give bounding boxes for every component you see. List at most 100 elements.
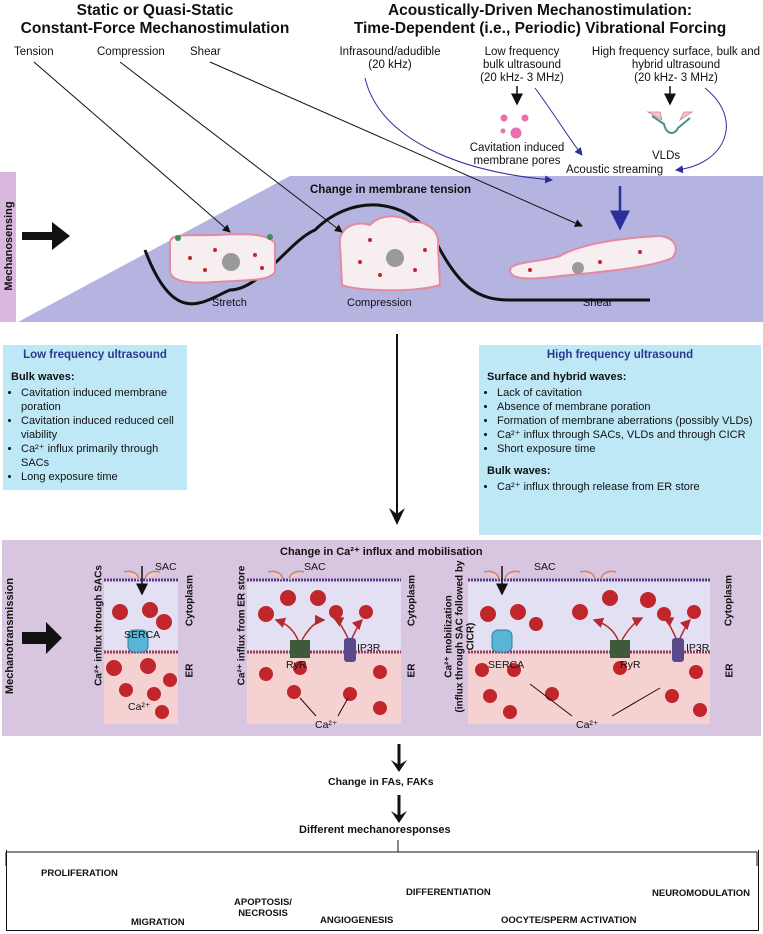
infrasound-label: Infrasound/adudible (20 kHz) (320, 46, 460, 72)
panel2-side-label: Ca²⁺ influx from ER store (236, 565, 248, 686)
low-freq-label: Low frequency bulk ultrasound (20 kHz- 3… (462, 46, 582, 85)
response-apoptosis-line2: NECROSIS (238, 908, 288, 919)
high-box-sub2: Bulk waves: (487, 465, 551, 477)
response-differentiation: DIFFERENTIATION (406, 887, 491, 898)
mechanosensing-arrow (22, 222, 70, 250)
infrasound-arrow (364, 77, 553, 184)
cell-label-stretch: Stretch (212, 297, 247, 309)
shear-label: Shear (190, 46, 221, 58)
panel1-sac: SAC (155, 561, 177, 573)
low-box-list: Cavitation induced membrane poration Cav… (9, 386, 187, 484)
panel-sacs (104, 566, 178, 724)
low-box-item: Long exposure time (21, 470, 187, 484)
panel3-ca: Ca²⁺ (576, 719, 599, 731)
panel3-serca: SERCA (488, 659, 525, 671)
cavitation-line1: Cavitation induced (469, 142, 565, 154)
cavitation-label: Cavitation induced membrane pores (452, 142, 582, 168)
acoustic-streaming-label: Acoustic streaming (566, 164, 664, 176)
right-title-line1: Acoustically-Driven Mechanostimulation: (387, 2, 693, 19)
tension-label: Tension (14, 46, 54, 58)
panel3-side-line1: Ca²⁺ mobilization (443, 595, 455, 678)
panel3-er: ER (724, 663, 736, 678)
responses-down-arrow (391, 795, 407, 823)
low-box-item: Ca²⁺ influx primarily through SACs (21, 442, 187, 470)
mechanosensing-side-label: Mechanosensing (3, 201, 15, 291)
high-box-heading: High frequency ultrasound (546, 349, 694, 361)
high-frequency-box: High frequency ultrasound Surface and hy… (479, 345, 761, 535)
high-freq-label: High frequency surface, bulk and hybrid … (586, 46, 763, 85)
high-box-list2: Ca²⁺ influx through release from ER stor… (485, 480, 761, 494)
vld-shape (651, 115, 691, 134)
high-box-list1: Lack of cavitation Absence of membrane p… (485, 386, 761, 456)
high-box-item: Ca²⁺ influx through release from ER stor… (497, 480, 761, 494)
left-title-line2: Constant-Force Mechanostimulation (20, 20, 290, 37)
right-title-line2: Time-Dependent (i.e., Periodic) Vibratio… (353, 20, 727, 37)
left-title-line1: Static or Quasi-Static (76, 2, 234, 19)
shear-line (209, 61, 583, 227)
compression-cell (338, 215, 442, 292)
response-proliferation: PROLIFERATION (41, 868, 118, 879)
stretch-cell (169, 233, 276, 284)
panel2-ca: Ca²⁺ (315, 719, 338, 731)
panel-er-store (247, 570, 401, 724)
high-box-item: Absence of membrane poration (497, 400, 761, 414)
panel3-ryr: RyR (620, 659, 641, 671)
high-freq-line2: hybrid ultrasound (631, 59, 721, 71)
high-box-item: Lack of cavitation (497, 386, 761, 400)
panel1-cytoplasm: Cytoplasm (184, 574, 196, 627)
panel3-cytoplasm: Cytoplasm (723, 574, 735, 627)
high-box-item: Ca²⁺ influx through SACs, VLDs and throu… (497, 428, 761, 442)
high-box-item: Short exposure time (497, 442, 761, 456)
cell-label-compression: Compression (347, 297, 412, 309)
membrane-wave (143, 203, 650, 306)
low-box-item: Cavitation induced reduced cell viabilit… (21, 414, 187, 442)
low-freq-line3: (20 kHz- 3 MHz) (480, 72, 564, 84)
low-box-item: Cavitation induced membrane poration (21, 386, 187, 414)
panel1-serca: SERCA (124, 629, 161, 641)
panel3-ip3r: IP3R (686, 642, 710, 654)
low-freq-line1: Low frequency (484, 46, 560, 58)
low-frequency-box: Low frequency ultrasound Bulk waves: Cav… (3, 345, 187, 490)
membrane-tension-title: Change in membrane tension (310, 184, 472, 196)
infrasound-line2: (20 kHz) (368, 59, 412, 71)
panel3-side-line3: CICR) (465, 622, 477, 651)
left-title: Static or Quasi-Static Constant-Force Me… (10, 2, 300, 38)
responses-title: Different mechanoresponses (299, 824, 451, 836)
vlds-label: VLDs (652, 150, 681, 162)
panel3-side-line2: (influx through SAC followed by (454, 560, 466, 713)
high-box-item: Formation of membrane aberrations (possi… (497, 414, 761, 428)
response-migration: MIGRATION (131, 917, 185, 928)
response-angiogenesis: ANGIOGENESIS (320, 915, 394, 926)
mechanotransmission-arrow (22, 622, 62, 654)
responses-box (6, 850, 759, 931)
panel-cicr (468, 566, 710, 724)
response-oocyte-sperm: OOCYTE/SPERM ACTIVATION (501, 915, 637, 926)
low-box-sub: Bulk waves: (11, 371, 75, 383)
panel3-side-label: Ca²⁺ mobilization (influx through SAC fo… (444, 557, 477, 717)
lowfreq-to-streaming (534, 87, 583, 156)
central-down-arrow (389, 334, 405, 525)
tension-line (33, 61, 231, 233)
panel1-ca: Ca²⁺ (128, 701, 151, 713)
compression-line (119, 61, 343, 233)
cavitation-bubble (510, 127, 522, 139)
cavitation-bubble (500, 114, 508, 122)
mechanosensing-graphic (0, 61, 763, 322)
low-freq-line2: bulk ultrasound (483, 59, 561, 71)
compression-label: Compression (97, 46, 165, 58)
response-neuromodulation: NEUROMODULATION (652, 888, 750, 899)
highfreq-to-streaming (675, 87, 727, 174)
panel1-side-label: Ca²⁺ influx through SACs (93, 565, 105, 686)
shear-cell (508, 234, 677, 280)
ca-panels-graphic (22, 566, 710, 724)
low-box-heading: Low frequency ultrasound (23, 349, 167, 361)
ca-influx-title: Change in Ca²⁺ influx and mobilisation (280, 546, 483, 558)
cavitation-line2: membrane pores (473, 155, 561, 167)
response-apoptosis: APOPTOSIS/ NECROSIS (232, 897, 294, 919)
right-title: Acoustically-Driven Mechanostimulation: … (330, 2, 750, 38)
panel2-er: ER (406, 663, 418, 678)
cell-label-shear: Shear (583, 297, 613, 309)
panel2-sac: SAC (304, 561, 326, 573)
fa-down-arrow (391, 744, 407, 772)
panel1-er: ER (184, 663, 196, 678)
